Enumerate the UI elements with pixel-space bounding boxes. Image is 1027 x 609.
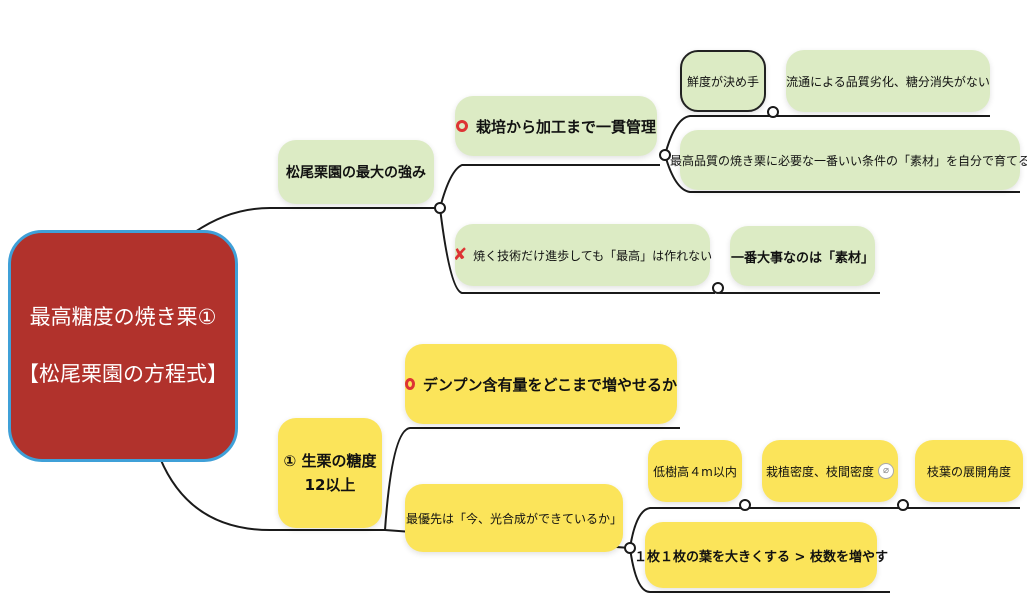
good-topic[interactable]: 栽培から加工まで一貫管理 <box>455 96 657 156</box>
bad-topic[interactable]: ✘ 焼く技術だけ進歩しても「最高」は作れない <box>452 224 712 286</box>
root-topic[interactable]: 最高糖度の焼き栗① 【松尾栗園の方程式】 <box>8 230 238 462</box>
material-detail[interactable]: 最高品質の焼き栗に必要な一番いい条件の「素材」を自分で育てる <box>670 130 1027 190</box>
freshness-topic[interactable]: 鮮度が決め手 <box>680 50 766 112</box>
leaves-topic[interactable]: １枚１枚の葉を大きくする > 枝数を増やす <box>634 522 888 588</box>
circle-icon <box>455 120 468 132</box>
material-result[interactable]: 一番大事なのは「素材」 <box>730 226 875 286</box>
circle-icon <box>405 378 415 390</box>
tree-height-topic[interactable]: 低樹高４m以内 <box>648 440 742 502</box>
attachment-icon[interactable]: ⌀ <box>878 463 894 479</box>
branch1-topic[interactable]: 松尾栗園の最大の強み <box>278 140 434 204</box>
freshness-detail[interactable]: 流通による品質劣化、糖分消失がない <box>786 50 990 112</box>
leaf-angle-topic[interactable]: 枝葉の展開角度 <box>915 440 1023 502</box>
density-topic[interactable]: 栽植密度、枝間密度 ⌀ <box>762 440 898 502</box>
root-subtitle: 【松尾栗園の方程式】 <box>18 362 228 386</box>
cross-icon: ✘ <box>452 245 468 265</box>
branch2-topic[interactable]: ① 生栗の糖度 12以上 <box>278 418 382 528</box>
starch-topic[interactable]: デンプン含有量をどこまで増やせるか <box>405 344 677 424</box>
root-title: 最高糖度の焼き栗① <box>29 304 217 329</box>
priority-topic[interactable]: 最優先は「今、光合成ができているか」 <box>405 484 623 552</box>
